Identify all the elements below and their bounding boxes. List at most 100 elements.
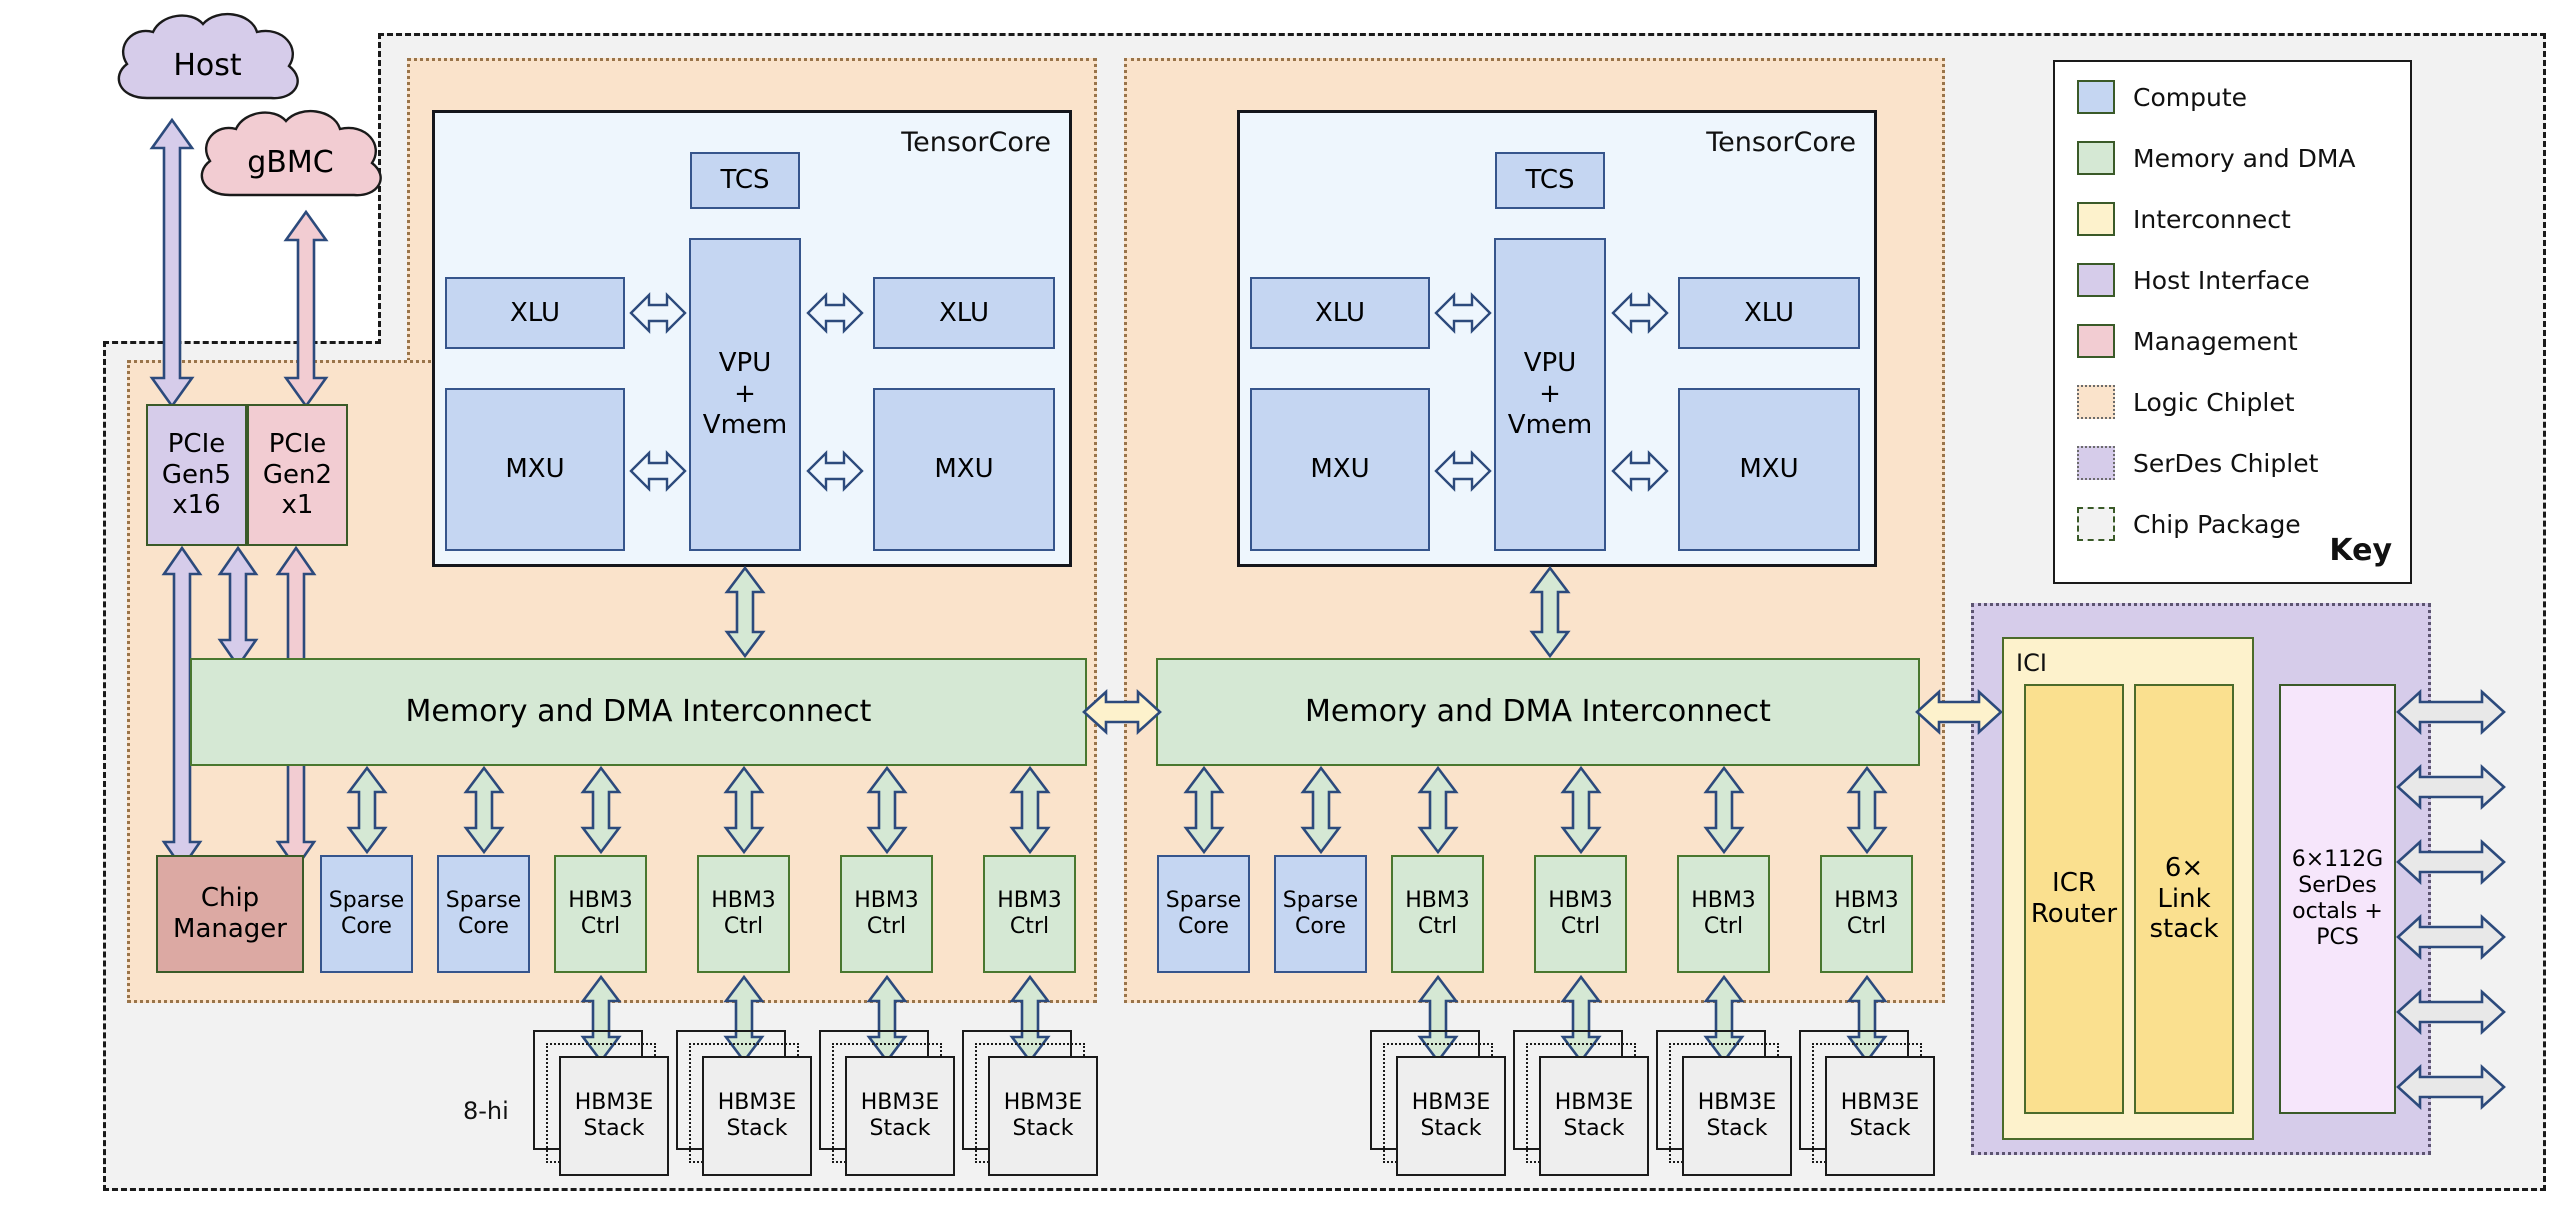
xlu-right-2[interactable]: XLU xyxy=(1678,277,1860,349)
legend-item-serdes-chiplet: SerDes Chiplet xyxy=(2077,446,2318,480)
external-link-arrow-6 xyxy=(2396,1064,2506,1110)
ici-label: ICI xyxy=(2016,649,2047,677)
hbm3e-stack-1[interactable]: HBM3E Stack xyxy=(559,1056,669,1176)
vpu-vmem-left-label: VPU + Vmem xyxy=(702,348,788,440)
memory-dma-interconnect-right[interactable]: Memory and DMA Interconnect xyxy=(1156,658,1920,766)
arrow-tensorcore-interconnect-left xyxy=(724,565,766,659)
host-cloud-label: Host xyxy=(173,47,242,83)
hbm3-ctrl-1-label: HBM3 Ctrl xyxy=(568,888,633,939)
chip-manager-label: Chip Manager xyxy=(173,883,287,944)
arrow-interconnect-hbm3ctrl-6 xyxy=(1560,765,1602,855)
sparse-core-1-label: Sparse Core xyxy=(328,888,405,939)
hbm3-ctrl-1[interactable]: HBM3 Ctrl xyxy=(554,855,647,973)
mxu-left-1[interactable]: MXU xyxy=(445,388,625,551)
sparse-core-3-label: Sparse Core xyxy=(1165,888,1242,939)
xlu-left-2[interactable]: XLU xyxy=(873,277,1055,349)
hbm3e-stack-4[interactable]: HBM3E Stack xyxy=(988,1056,1098,1176)
sparse-core-2-label: Sparse Core xyxy=(445,888,522,939)
legend-swatch-compute xyxy=(2077,80,2115,114)
external-link-arrow-4 xyxy=(2396,914,2506,960)
chip-manager[interactable]: Chip Manager xyxy=(156,855,304,973)
hbm3-ctrl-4[interactable]: HBM3 Ctrl xyxy=(983,855,1076,973)
mxu-right-1[interactable]: MXU xyxy=(1250,388,1430,551)
legend-swatch-serdes-chiplet xyxy=(2077,446,2115,480)
gbmc-cloud-label: gBMC xyxy=(247,144,334,180)
legend-title: Key xyxy=(2329,533,2392,568)
hbm3e-stack-7[interactable]: HBM3E Stack xyxy=(1682,1056,1792,1176)
legend-label-compute: Compute xyxy=(2133,82,2248,112)
arrow-interconnect-hbm3ctrl-5 xyxy=(1417,765,1459,855)
arrow-mxu1-vpu-right xyxy=(1434,450,1492,492)
hbm3e-stack-2[interactable]: HBM3E Stack xyxy=(702,1056,812,1176)
arrow-host-pcie xyxy=(149,117,195,409)
hbm3e-stack-5[interactable]: HBM3E Stack xyxy=(1396,1056,1506,1176)
hbm3-ctrl-7[interactable]: HBM3 Ctrl xyxy=(1677,855,1770,973)
xlu-left-1[interactable]: XLU xyxy=(445,277,625,349)
serdes-octals-pcs[interactable]: 6×112G SerDes octals + PCS xyxy=(2279,684,2396,1114)
arrow-interconnect-sparsecore-2 xyxy=(463,765,505,855)
legend-swatch-management xyxy=(2077,324,2115,358)
arrow-interconnect-hbm3ctrl-2 xyxy=(723,765,765,855)
hbm3e-stack-7-label: HBM3E Stack xyxy=(1697,1090,1777,1141)
memory-dma-interconnect-left-label: Memory and DMA Interconnect xyxy=(405,694,872,730)
tcs-left[interactable]: TCS xyxy=(690,152,800,209)
tcs-right[interactable]: TCS xyxy=(1495,152,1605,209)
sparse-core-3[interactable]: Sparse Core xyxy=(1157,855,1250,973)
pcie-gen5-label: PCIe Gen5 x16 xyxy=(161,428,232,521)
hbm3-ctrl-5-label: HBM3 Ctrl xyxy=(1405,888,1470,939)
sparse-core-1[interactable]: Sparse Core xyxy=(320,855,413,973)
arrow-xlu1-vpu-right xyxy=(1434,292,1492,334)
legend-swatch-chip-package xyxy=(2077,507,2115,541)
hbm3e-stack-8-label: HBM3E Stack xyxy=(1840,1090,1920,1141)
legend-item-host-interface: Host Interface xyxy=(2077,263,2310,297)
arrow-xlu1-vpu-left xyxy=(629,292,687,334)
mxu-left-2[interactable]: MXU xyxy=(873,388,1055,551)
hbm3-ctrl-5[interactable]: HBM3 Ctrl xyxy=(1391,855,1484,973)
mxu-right-2[interactable]: MXU xyxy=(1678,388,1860,551)
external-link-arrow-3 xyxy=(2396,839,2506,885)
arrow-interconnect-sparsecore-1 xyxy=(346,765,388,855)
vpu-vmem-right[interactable]: VPU + Vmem xyxy=(1494,238,1606,551)
serdes-octals-pcs-label: 6×112G SerDes octals + PCS xyxy=(2291,847,2384,950)
hbm3-ctrl-8[interactable]: HBM3 Ctrl xyxy=(1820,855,1913,973)
pcie-gen2-block[interactable]: PCIe Gen2 x1 xyxy=(247,404,348,546)
hbm3-ctrl-2[interactable]: HBM3 Ctrl xyxy=(697,855,790,973)
hbm3-ctrl-6[interactable]: HBM3 Ctrl xyxy=(1534,855,1627,973)
eight-hi-label: 8-hi xyxy=(463,1097,509,1125)
xlu-right-1[interactable]: XLU xyxy=(1250,277,1430,349)
tensorcore-left-label: TensorCore xyxy=(901,127,1051,158)
xlu-left-2-label: XLU xyxy=(938,297,990,328)
hbm3e-stack-8[interactable]: HBM3E Stack xyxy=(1825,1056,1935,1176)
arrow-interconnect-sparsecore-3 xyxy=(1183,765,1225,855)
icr-router[interactable]: ICR Router xyxy=(2024,684,2124,1114)
pcie-gen5-block[interactable]: PCIe Gen5 x16 xyxy=(146,404,247,546)
arrow-interconnect-hbm3ctrl-1 xyxy=(580,765,622,855)
legend-panel: Compute Memory and DMA Interconnect Host… xyxy=(2053,60,2412,584)
xlu-right-2-label: XLU xyxy=(1743,297,1795,328)
sparse-core-4[interactable]: Sparse Core xyxy=(1274,855,1367,973)
hbm3e-stack-6[interactable]: HBM3E Stack xyxy=(1539,1056,1649,1176)
legend-label-chip-package: Chip Package xyxy=(2133,509,2301,539)
legend-swatch-logic-chiplet xyxy=(2077,385,2115,419)
external-link-arrow-1 xyxy=(2396,689,2506,735)
xlu-left-1-label: XLU xyxy=(509,297,561,328)
legend-item-memory-dma: Memory and DMA xyxy=(2077,141,2356,175)
legend-item-logic-chiplet: Logic Chiplet xyxy=(2077,385,2295,419)
host-cloud: Host xyxy=(105,10,310,120)
vpu-vmem-left[interactable]: VPU + Vmem xyxy=(689,238,801,551)
legend-label-host-interface: Host Interface xyxy=(2133,265,2310,295)
mxu-right-1-label: MXU xyxy=(1310,454,1370,485)
sparse-core-4-label: Sparse Core xyxy=(1282,888,1359,939)
legend-label-management: Management xyxy=(2133,326,2298,356)
arrow-vpu-xlu2-right xyxy=(1611,292,1669,334)
legend-label-serdes-chiplet: SerDes Chiplet xyxy=(2133,448,2319,478)
arrow-pcie5-interconnect xyxy=(217,545,259,669)
legend-swatch-memory-dma xyxy=(2077,141,2115,175)
hbm3-ctrl-3[interactable]: HBM3 Ctrl xyxy=(840,855,933,973)
legend-label-interconnect: Interconnect xyxy=(2133,204,2291,234)
memory-dma-interconnect-left[interactable]: Memory and DMA Interconnect xyxy=(190,658,1087,766)
hbm3e-stack-3[interactable]: HBM3E Stack xyxy=(845,1056,955,1176)
sparse-core-2[interactable]: Sparse Core xyxy=(437,855,530,973)
arrow-tensorcore-interconnect-right xyxy=(1529,565,1571,659)
link-stack[interactable]: 6× Link stack xyxy=(2134,684,2234,1114)
